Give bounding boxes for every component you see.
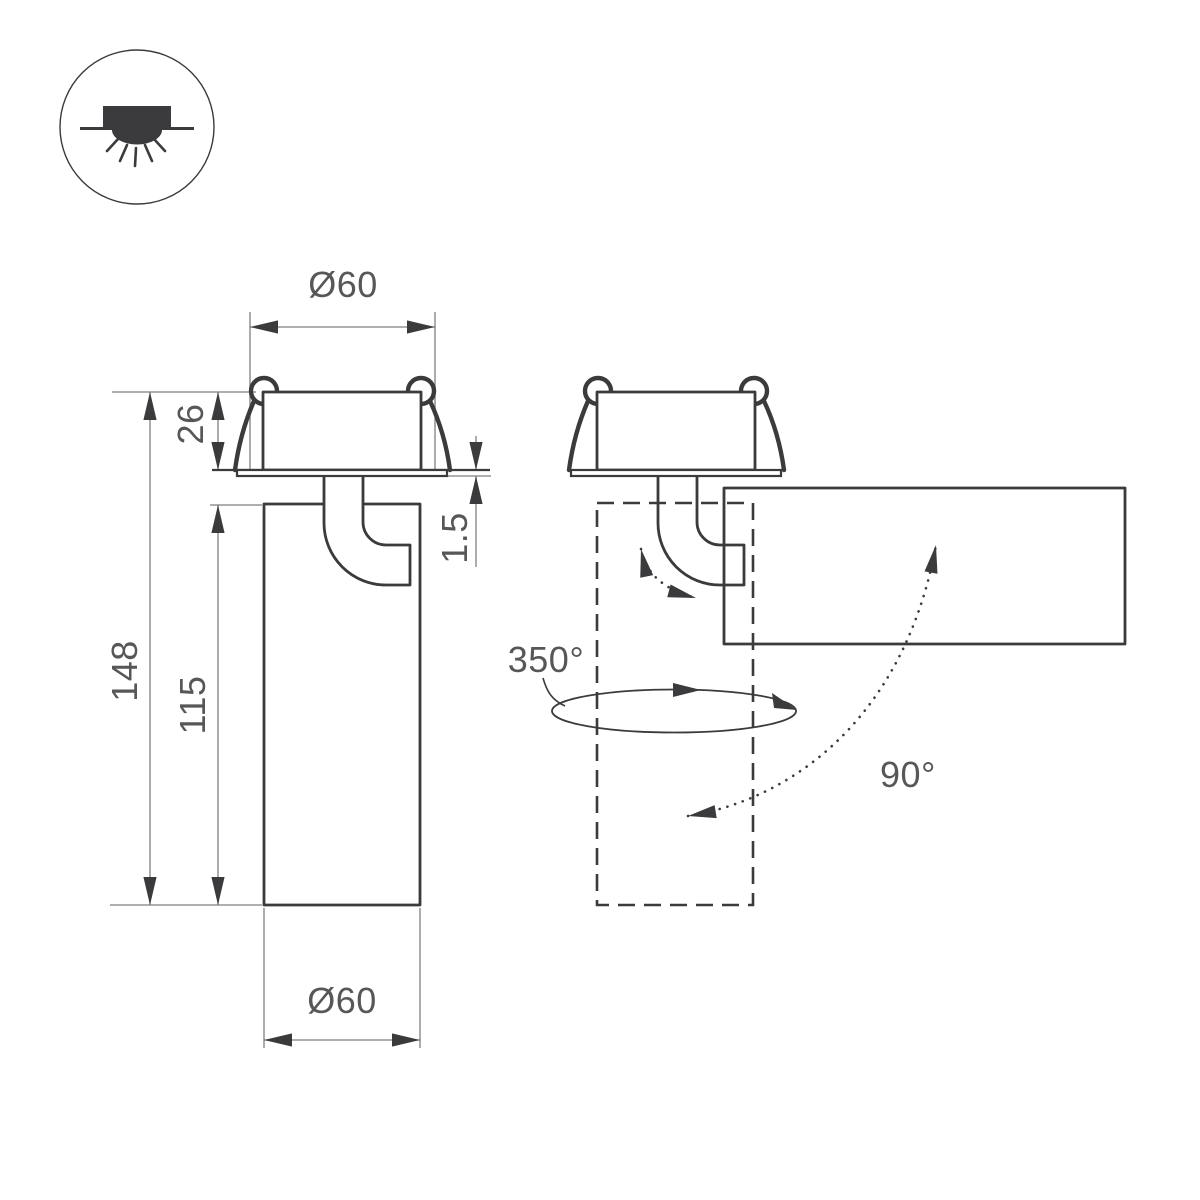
trim-flange bbox=[569, 468, 783, 478]
flange-thickness-value: 1.5 bbox=[434, 512, 475, 564]
dim-total-height: 148 bbox=[104, 391, 262, 906]
fixture-rotation bbox=[566, 375, 787, 478]
body-rotated-90 bbox=[722, 486, 1127, 646]
icon-housing bbox=[103, 106, 171, 127]
dim-flange-thickness: 1.5 bbox=[434, 436, 491, 567]
recessed-housing bbox=[595, 390, 757, 472]
icon-light-rays bbox=[105, 137, 167, 168]
spring-leg-left bbox=[566, 398, 591, 473]
pivot-tilt-arrow bbox=[639, 547, 698, 600]
trim-flange bbox=[235, 468, 449, 478]
dim-top-diameter: Ø60 bbox=[249, 264, 436, 470]
dim-body-diameter: Ø60 bbox=[263, 908, 421, 1048]
pan-rotation-value: 350° bbox=[508, 639, 584, 680]
recessed-downlight-icon bbox=[59, 49, 215, 205]
recessed-housing bbox=[261, 390, 423, 472]
swivel-elbow bbox=[656, 476, 746, 587]
icon-lamp-dome bbox=[112, 130, 162, 145]
total-height-value: 148 bbox=[104, 640, 145, 702]
spring-leg-right bbox=[427, 398, 453, 473]
top-diameter-value: Ø60 bbox=[308, 264, 378, 305]
pan-rotation-indicator: 350° bbox=[508, 639, 797, 734]
rotation-arrowhead-top bbox=[673, 683, 701, 697]
swivel-elbow bbox=[322, 476, 412, 587]
body-height-value: 115 bbox=[172, 676, 213, 735]
fixture-front bbox=[212, 375, 490, 907]
leader-line bbox=[542, 677, 566, 707]
recess-height-value: 26 bbox=[170, 403, 211, 444]
icon-circle-border bbox=[59, 49, 215, 205]
body-diameter-value: Ø60 bbox=[307, 980, 377, 1021]
body-original-position-dashed bbox=[595, 501, 755, 907]
dim-recess-height: 26 bbox=[170, 392, 225, 470]
dim-body-height: 115 bbox=[172, 504, 262, 905]
tilt-angle-value: 90° bbox=[880, 754, 936, 795]
front-view: Ø60 148 26 115 1.5 bbox=[104, 264, 491, 1048]
rotation-arrowhead-right bbox=[772, 693, 797, 710]
rotation-view: 350° 90° bbox=[508, 375, 1127, 907]
tilt-indicator: 90° bbox=[686, 543, 938, 819]
spring-leg-right bbox=[761, 398, 787, 473]
spring-leg-left bbox=[232, 398, 257, 473]
cylinder-body bbox=[262, 502, 422, 907]
